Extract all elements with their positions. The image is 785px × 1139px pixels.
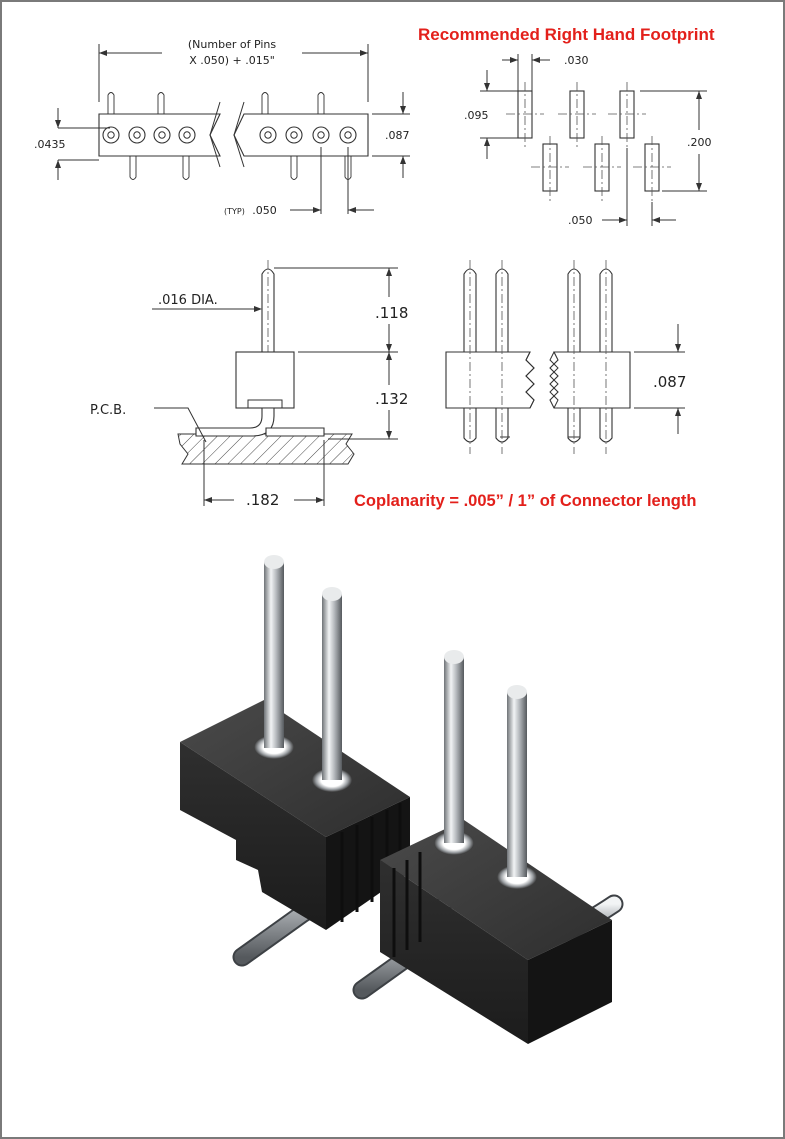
- dim-front-body-height: .087: [653, 373, 686, 391]
- dim-footprint-depth: .182: [246, 491, 279, 509]
- length-formula-line2: X .050) + .015": [189, 54, 275, 67]
- side-view-drawing: .016 DIA. .118 .132 P.C.B. .182: [90, 260, 408, 509]
- pin-diameter-label: .016 DIA.: [158, 293, 218, 308]
- dim-pad-width: .030: [564, 54, 589, 67]
- dim-pad-length: .095: [464, 109, 489, 122]
- dim-footprint-pitch: .050: [568, 214, 593, 227]
- header-top-view-drawing: (Number of Pins X .050) + .015": [34, 38, 410, 218]
- dim-087-top: .087: [385, 129, 410, 142]
- footprint-title: Recommended Right Hand Footprint: [418, 25, 715, 44]
- recommended-footprint-drawing: Recommended Right Hand Footprint .030 .0…: [418, 25, 715, 227]
- dim-pin-height: .118: [375, 304, 408, 322]
- left-connector-block: [180, 700, 410, 930]
- dim-row-spacing: .200: [687, 136, 712, 149]
- front-view-drawing: .087: [445, 260, 686, 454]
- dim-0435: .0435: [34, 138, 66, 151]
- length-formula-line1: (Number of Pins: [188, 38, 276, 51]
- pitch-050: .050: [252, 204, 277, 217]
- vertical-pins: [254, 555, 537, 889]
- typ-label: (TYP): [224, 207, 245, 216]
- pcb-label: P.C.B.: [90, 403, 126, 418]
- footprint-pads: [517, 90, 660, 192]
- coplanarity-note: Coplanarity = .005” / 1” of Connector le…: [354, 492, 696, 510]
- connector-3d-render: [180, 555, 624, 1044]
- dim-body-height: .132: [375, 390, 408, 408]
- right-connector-block: [380, 820, 612, 1044]
- pitch-typ-note: (TYP) .050: [224, 201, 277, 218]
- pin-hole-row: [102, 126, 357, 144]
